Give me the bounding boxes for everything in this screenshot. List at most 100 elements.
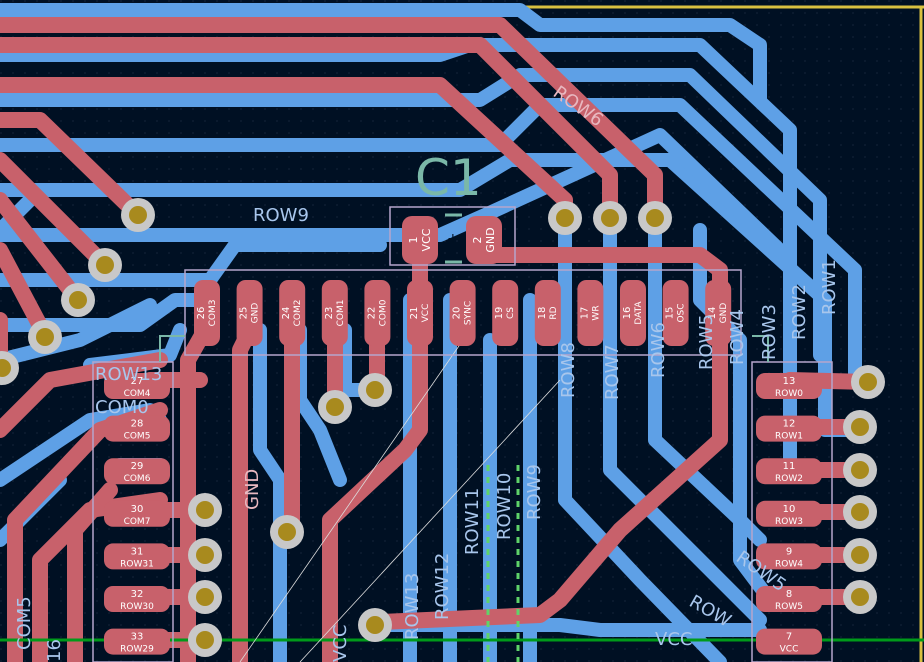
c1-pad-2[interactable]	[466, 216, 502, 264]
ic-pad-shape[interactable]	[492, 280, 519, 346]
ic-pad-shape[interactable]	[194, 280, 220, 346]
via[interactable]	[851, 365, 885, 399]
c1-pad-1[interactable]	[402, 216, 438, 264]
track-label-row13-h: ROW13	[95, 364, 162, 385]
pad-shape[interactable]	[756, 500, 822, 527]
pad-shape[interactable]	[104, 586, 170, 612]
via[interactable]	[638, 201, 672, 235]
ic-pad-shape[interactable]	[236, 280, 263, 346]
pin-number: 12	[783, 419, 796, 430]
ic-pin-net: RD	[549, 306, 559, 319]
pad-shape[interactable]	[756, 458, 822, 485]
via[interactable]	[843, 495, 877, 529]
via[interactable]	[121, 198, 155, 232]
via[interactable]	[548, 201, 582, 235]
via[interactable]	[358, 608, 392, 642]
via[interactable]	[188, 493, 222, 527]
pin-number: 13	[783, 376, 796, 387]
ic-pad-shape[interactable]	[407, 280, 433, 346]
pad-shape[interactable]	[756, 628, 822, 655]
via[interactable]	[0, 351, 19, 385]
via[interactable]	[843, 453, 877, 487]
ic-pad-shape[interactable]	[364, 280, 391, 346]
via[interactable]	[843, 580, 877, 614]
pad-shape[interactable]	[756, 373, 822, 399]
c1-pad1-net: VCC	[420, 228, 433, 251]
via[interactable]	[61, 283, 95, 317]
ic-pad-shape[interactable]	[577, 280, 604, 346]
via[interactable]	[358, 373, 392, 407]
pin-number: 8	[786, 589, 792, 600]
pad-shape[interactable]	[104, 543, 170, 570]
dashed-marker	[486, 465, 520, 662]
pad-shape[interactable]	[104, 500, 170, 527]
track-label-gnd: GND	[242, 469, 263, 510]
ic-pad-shape[interactable]	[620, 280, 646, 346]
pad-shape[interactable]	[104, 458, 170, 485]
track-label-row8: ROW8	[558, 342, 579, 398]
via[interactable]	[843, 538, 877, 572]
via[interactable]	[270, 515, 304, 549]
track-label-row9-v: ROW9	[524, 464, 545, 520]
pin-net: COM7	[124, 517, 151, 527]
pin-number: 32	[131, 589, 144, 600]
pad-shape[interactable]	[756, 415, 822, 442]
ic-pad-shape[interactable]	[321, 280, 348, 346]
ic-pin-net: DATA	[634, 301, 644, 325]
via[interactable]	[188, 538, 222, 572]
pad-shape[interactable]	[756, 586, 822, 612]
ic-pad-shape[interactable]	[705, 280, 732, 346]
via[interactable]	[28, 320, 62, 354]
ic-pin-number: 26	[196, 307, 207, 320]
ic-pad-shape[interactable]	[662, 280, 689, 346]
pad-shape[interactable]	[104, 628, 170, 655]
pad-shape[interactable]	[756, 543, 822, 570]
c1-polarity-mark: +	[447, 231, 459, 247]
via[interactable]	[843, 410, 877, 444]
pin-number: 11	[783, 461, 796, 472]
via[interactable]	[188, 580, 222, 614]
via[interactable]	[188, 623, 222, 657]
pad-shape[interactable]	[104, 373, 170, 399]
pad-shape[interactable]	[104, 415, 170, 442]
pin1-marker-right	[752, 335, 769, 362]
via[interactable]	[593, 201, 627, 235]
via[interactable]	[88, 248, 122, 282]
pin-number: 7	[786, 632, 792, 643]
pin-net: COM4	[124, 389, 151, 399]
pin-net: ROW5	[775, 602, 803, 612]
c1-pad2-net: GND	[484, 227, 497, 252]
ic-pad-shape[interactable]	[279, 280, 306, 346]
ic-pad-shape[interactable]	[534, 280, 561, 346]
via[interactable]	[318, 390, 352, 424]
ic-pad-shape[interactable]	[449, 280, 476, 346]
